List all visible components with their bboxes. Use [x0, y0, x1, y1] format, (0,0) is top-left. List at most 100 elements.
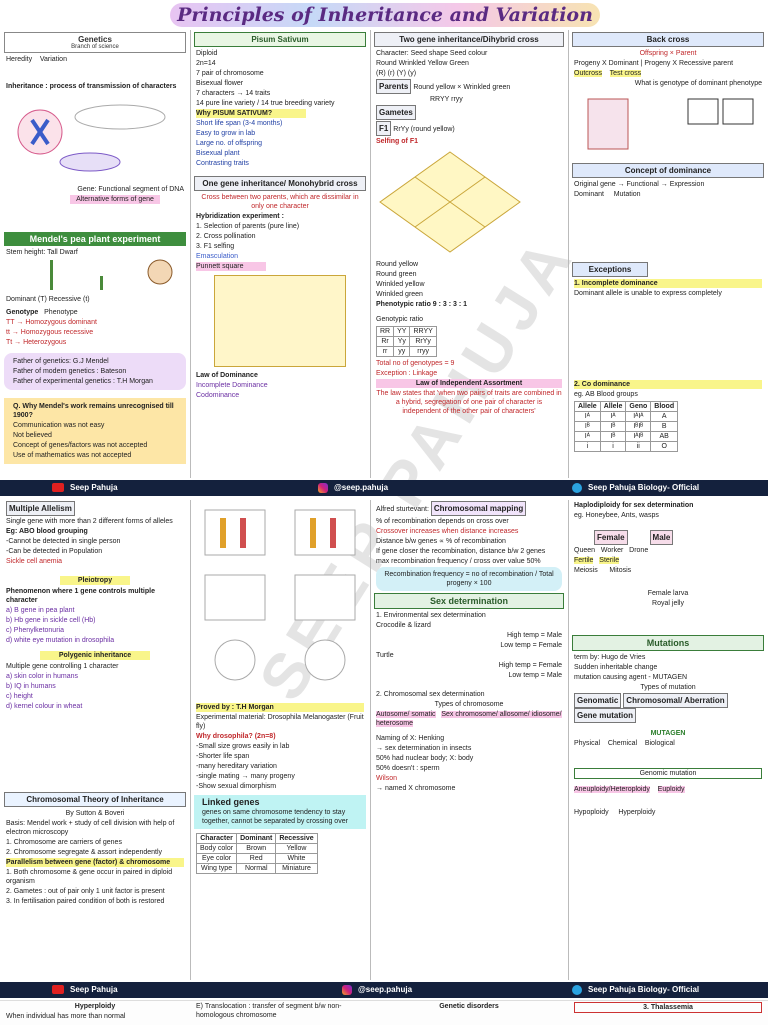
telegram-link[interactable]: Seep Pahuja Biology- Official: [588, 483, 700, 492]
offspring-parent: Offspring × Parent: [639, 50, 697, 57]
chromosome-illustration: [17, 104, 166, 172]
dihybrid-diamond: [379, 151, 521, 253]
genotype-text: Genotype: [6, 309, 39, 316]
heredity-label: Heredity: [6, 56, 33, 63]
youtube-link[interactable]: Seep Pahuja: [70, 985, 118, 994]
td: Yellow: [275, 843, 318, 854]
formula: Recombination frequency = no of recombin…: [376, 567, 562, 591]
par-point: 2. Gametes : out of pair only 1 unit fac…: [6, 888, 165, 895]
backcross-heading: Back cross: [572, 32, 764, 47]
mut-point: term by: Hugo de Vries: [574, 654, 646, 661]
mut-point: Sudden inheritable change: [574, 664, 658, 671]
meiosis-illustration: [204, 509, 356, 681]
pleio-eg: d) white eye mutation in drosophila: [6, 637, 115, 644]
bee-diagram: [568, 609, 768, 633]
pisum-heading: Pisum Sativum: [194, 32, 366, 47]
genotypic-ratio: Genotypic ratio: [376, 316, 424, 323]
env-eg: Crocodile & lizard: [376, 622, 431, 629]
fm-row: Female Male: [574, 530, 762, 545]
f1-row: F1 RrYy (round yellow): [376, 121, 562, 136]
prog-dom: Progeny X Dominant: [574, 60, 639, 67]
dominance-diagram: [568, 200, 768, 260]
naming-point: → sex determination in insects: [376, 745, 472, 752]
phenotype-text: Phenotype: [44, 309, 78, 316]
bottom-genetic: Genetic disorders: [370, 1000, 568, 1025]
fertile-row: Fertile Sterile: [574, 556, 762, 565]
emasculation-label: Emasculation: [196, 253, 239, 260]
traits: Round Wrinkled Yellow Green: [376, 60, 469, 67]
chrom-types-row: Autosome/ somatic Sex chromosome/ alloso…: [376, 710, 562, 728]
sturtevant: Alfred sturtevant:: [376, 506, 429, 513]
parents-genotype: RRYY rryy: [430, 96, 463, 103]
mutagen-types: Physical Chemical Biological: [574, 739, 762, 748]
chromo-basis: Basis: Mendel work + study of cell divis…: [6, 820, 175, 836]
telegram-link[interactable]: Seep Pahuja Biology- Official: [588, 985, 700, 994]
pisum-point: 7 pair of chromosome: [196, 70, 264, 77]
footer-bar-2: Seep Pahuja @seep.pahuja Seep Pahuja Bio…: [0, 982, 768, 998]
phenotype-item: Wrinkled green: [376, 291, 423, 298]
exception: Exception : Linkage: [376, 370, 438, 377]
law-dominance: Law of Dominance: [196, 372, 258, 379]
dominant-label: Dominant: [574, 191, 604, 198]
total-genotypes: Total no of genotypes = 9: [376, 360, 455, 367]
td: Brown: [236, 843, 277, 854]
named-x: → named X chromosome: [376, 785, 456, 792]
telegram-icon[interactable]: [572, 985, 582, 995]
td: Red: [236, 853, 277, 864]
low-male: Low temp = Male: [508, 672, 563, 679]
f1-label: F1: [376, 121, 392, 136]
youtube-icon[interactable]: [52, 985, 64, 994]
column-crosses: Back cross Offspring × Parent Progeny X …: [568, 30, 768, 478]
genetic-heading: Genetic disorders: [439, 1003, 499, 1010]
monohybrid-heading: One gene inheritance/ Monohybrid cross: [194, 176, 366, 191]
blood-groups: eg. AB Blood groups: [574, 391, 638, 398]
incomplete-def: Dominant allele is unable to express com…: [574, 290, 722, 297]
inheritance-def: Inheritance : process of transmission of…: [6, 83, 177, 90]
chromo-by: By Sutton & Boveri: [65, 810, 125, 817]
male: Male: [649, 530, 674, 545]
youtube-icon[interactable]: [52, 483, 64, 492]
why-pisum-point: Easy to grow in lab: [196, 130, 256, 137]
low-female: Low temp = Female: [500, 642, 562, 649]
instagram-icon[interactable]: [318, 483, 328, 493]
cross-types: Outcross Test cross: [574, 69, 762, 78]
genotype-label: Genotype Phenotype: [6, 308, 184, 317]
thalassemia-heading: 3. Thalassemia: [574, 1002, 762, 1013]
why-point: Use of mathematics was not accepted: [13, 452, 132, 459]
par-point: 3. In fertilisation paired condition of …: [6, 898, 165, 905]
genotype-tt2: tt → Homozygous recessive: [6, 329, 94, 336]
genetics-sub: Branch of science: [71, 44, 119, 50]
td: Body color: [195, 843, 238, 854]
pleio-eg: c) Phenylketonuria: [6, 627, 64, 634]
ploidy-row: Aneuploidy/Heteroploidy Euploidy: [574, 785, 762, 794]
codom-title: 2. Co dominance: [574, 380, 762, 389]
types-chrom: Types of chromosome: [434, 701, 504, 708]
th: Recessive: [275, 833, 318, 844]
mitosis: Mitosis: [609, 567, 632, 574]
instagram-icon[interactable]: [342, 985, 352, 995]
incomplete-title: 1. Incomplete dominance: [574, 279, 762, 288]
telegram-icon[interactable]: [572, 483, 582, 493]
symbols: (R) (r) (Y) (y): [376, 70, 417, 77]
column-haplodiploidy: Haplodiploidy for sex determination eg. …: [568, 500, 768, 980]
hyper-def: When individual has more than normal: [6, 1013, 126, 1020]
multiple-heading: Multiple Allelism: [6, 501, 75, 516]
poly-eg: d) kernel colour in wheat: [6, 703, 83, 710]
physical: Physical: [574, 740, 601, 747]
punnett-label: Punnett square: [196, 262, 266, 271]
instagram-link[interactable]: @seep.pahuja: [358, 985, 413, 994]
instagram-link[interactable]: @seep.pahuja: [334, 483, 389, 492]
youtube-link[interactable]: Seep Pahuja: [70, 483, 118, 492]
parents-row: Parents Round yellow × Wrinkled green: [376, 79, 562, 94]
why-box: Q. Why Mendel's work remains unrecognise…: [4, 398, 186, 464]
pisum-point: Bisexual flower: [196, 80, 244, 87]
prog-rec: Progeny X Recessive parent: [644, 60, 734, 67]
why-dros: Why drosophila? (2n=8): [196, 733, 276, 740]
dihybrid-heading: Two gene inheritance/Dihybrid cross: [374, 32, 564, 47]
why-pisum-point: Large no. of offspring: [196, 140, 263, 147]
haplo-eg: eg. Honeybee, Ants, wasps: [574, 512, 659, 519]
why-point: Concept of genes/factors was not accepte…: [13, 442, 148, 449]
